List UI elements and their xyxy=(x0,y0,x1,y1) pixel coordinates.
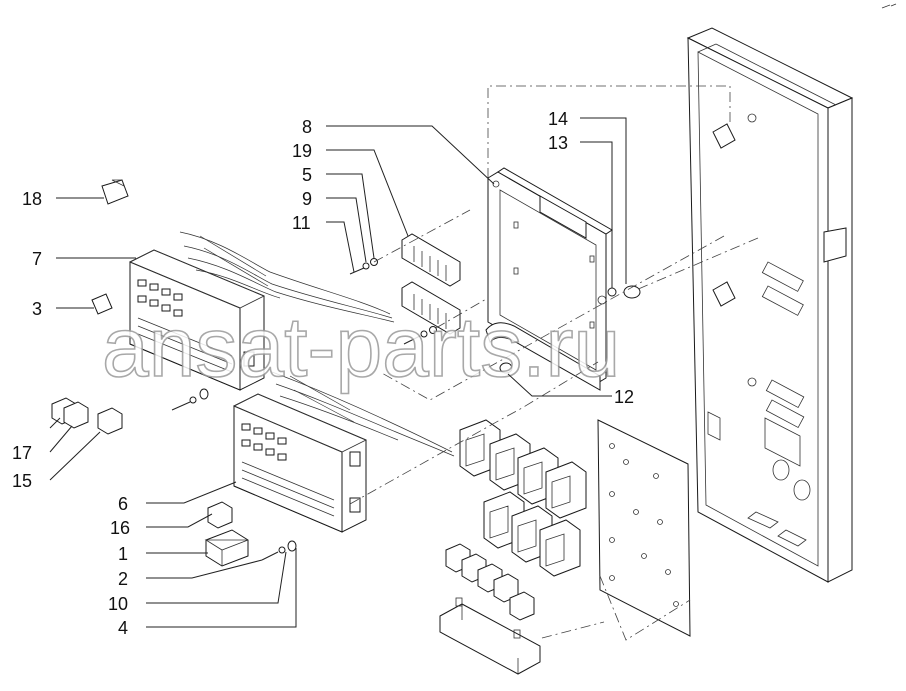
callout-2: 2 xyxy=(118,569,128,589)
callout-4: 4 xyxy=(118,618,128,638)
fasteners-box7 xyxy=(171,388,209,411)
part-2-10-4-fasteners xyxy=(261,540,297,561)
wire-harness-6 xyxy=(271,371,455,457)
callout-labels: 18 7 3 17 15 6 16 1 2 10 4 8 19 5 9 11 1… xyxy=(12,109,634,638)
part-1-block xyxy=(204,529,249,567)
callout-10: 10 xyxy=(108,594,128,614)
mounting-plate xyxy=(597,419,691,637)
callout-13: 13 xyxy=(548,133,568,153)
relay-group-middle xyxy=(483,491,581,577)
callout-9: 9 xyxy=(302,189,312,209)
terminal-strip-upper xyxy=(401,233,461,287)
hinge-plate-lower xyxy=(712,281,736,307)
callout-17: 17 xyxy=(12,443,32,463)
cabinet-enclosure xyxy=(686,27,854,583)
part-18-fuse xyxy=(101,179,129,205)
callout-12: 12 xyxy=(614,387,634,407)
callout-7: 7 xyxy=(32,249,42,269)
callout-14: 14 xyxy=(548,109,568,129)
part-15-relay xyxy=(97,407,123,435)
mini-relay-row xyxy=(445,543,535,621)
callout-8: 8 xyxy=(302,117,312,137)
fasteners-bracket xyxy=(499,285,641,374)
callout-5: 5 xyxy=(302,165,312,185)
callout-15: 15 xyxy=(12,471,32,491)
latch-bracket xyxy=(823,227,847,263)
corner-mark xyxy=(881,3,897,9)
terminal-strip-lower xyxy=(401,281,461,335)
part-17-relays xyxy=(51,397,89,429)
callout-6: 6 xyxy=(118,494,128,514)
callout-leaders xyxy=(49,117,627,628)
hinge-plate-upper xyxy=(712,123,736,149)
assembly-lines xyxy=(349,85,759,641)
callout-1: 1 xyxy=(118,544,128,564)
mounting-bracket xyxy=(485,167,613,391)
callout-18: 18 xyxy=(22,189,42,209)
callout-3: 3 xyxy=(32,299,42,319)
relay-group-upper xyxy=(459,419,587,519)
part-3-fuse xyxy=(91,293,113,315)
fuse-block xyxy=(439,597,541,675)
callout-19: 19 xyxy=(292,141,312,161)
watermark-text: ansat-parts.ru xyxy=(102,300,620,394)
control-box-6 xyxy=(233,393,367,533)
callout-16: 16 xyxy=(110,518,130,538)
part-16-relay xyxy=(207,501,233,529)
wire-harness-7 xyxy=(179,231,395,323)
callout-11: 11 xyxy=(292,213,311,233)
control-box-7 xyxy=(129,249,265,391)
